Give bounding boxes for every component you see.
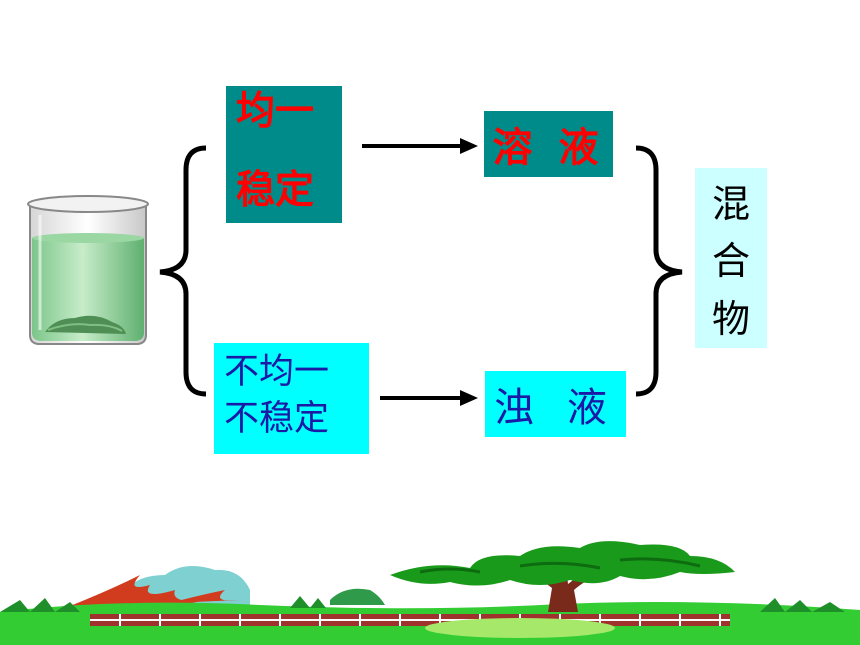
suspension-box: 浊 液: [485, 371, 626, 437]
mixture-char-2: 合: [711, 239, 750, 284]
suspension-label: 浊 液: [494, 385, 617, 431]
solution-box: 溶 液: [484, 111, 613, 177]
unstable-label: 不稳定: [224, 399, 330, 439]
nonuniform-unstable-box: 不均一 不稳定: [214, 343, 369, 454]
stable-label: 稳定: [236, 168, 315, 213]
arrow-to-suspension: [380, 390, 478, 406]
uniform-stable-box: 均一 稳定: [226, 86, 342, 223]
beaker-icon: [27, 195, 149, 345]
mixture-char-3: 物: [711, 296, 750, 341]
solution-label: 溶 液: [492, 125, 605, 171]
arrow-to-solution: [362, 138, 478, 154]
mixture-box: 混 合 物: [695, 168, 767, 348]
nonuniform-label: 不均一: [224, 352, 330, 392]
left-brace: [159, 145, 207, 397]
landscape-illustration: [0, 541, 860, 645]
mixture-char-1: 混: [711, 182, 750, 227]
uniform-label: 均一: [236, 89, 315, 134]
right-brace: [635, 145, 683, 397]
